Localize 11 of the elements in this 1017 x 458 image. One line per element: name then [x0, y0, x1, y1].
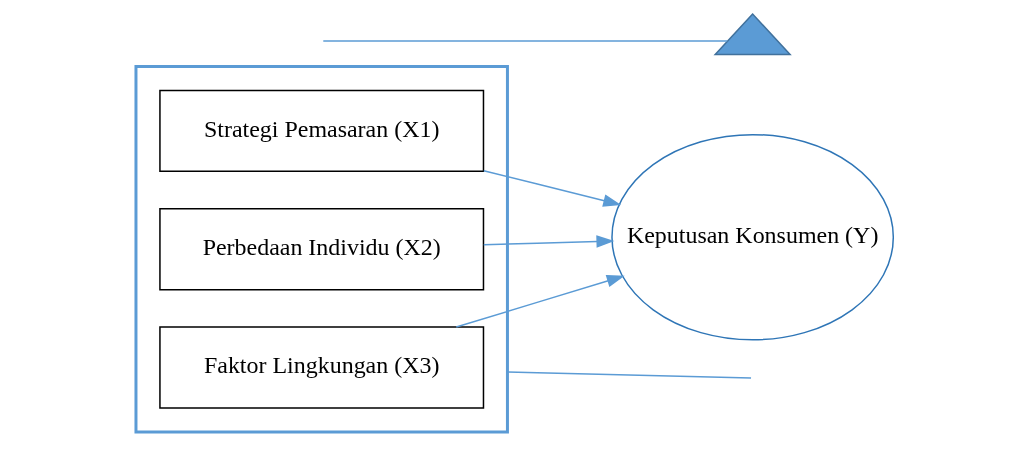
node-box: Strategi Pemasaran (X1) — [159, 89, 485, 173]
node-box: Perbedaan Individu (X2) — [159, 208, 485, 291]
arrow — [483, 235, 615, 248]
connector — [506, 371, 752, 379]
node-ellipse: Keputusan Konsumen (Y) — [611, 133, 895, 341]
node-box: Faktor Lingkungan (X3) — [159, 326, 485, 409]
cluster — [134, 65, 509, 434]
arrow — [483, 170, 622, 207]
node-arrow — [713, 12, 792, 56]
arrow — [455, 274, 625, 328]
connector — [322, 40, 728, 42]
